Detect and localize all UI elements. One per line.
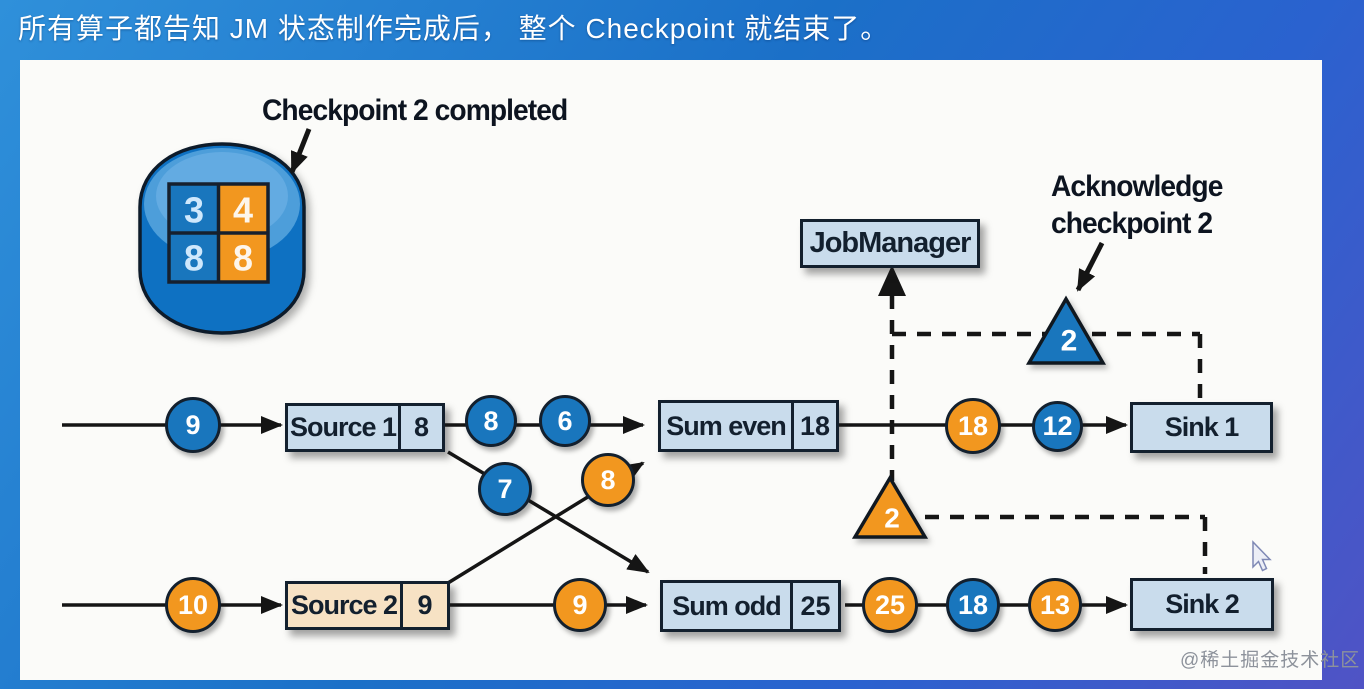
record-circle: 18 (946, 578, 1000, 632)
record-circle: 9 (553, 578, 607, 632)
grid-value-source2: 4 (233, 190, 253, 231)
source2-state: 9 (400, 584, 447, 627)
acknowledge-label-arrow (1075, 241, 1105, 292)
svg-text:2: 2 (884, 503, 900, 534)
community-watermark: @稀土掘金技术社区 (1180, 650, 1361, 671)
grid-value-sumodd: 8 (233, 238, 253, 279)
record-circle: 12 (1032, 401, 1083, 452)
sink1-label: Sink 1 (1164, 412, 1240, 442)
source1-label: Source 1 (289, 412, 397, 442)
record-circle: 18 (945, 398, 1001, 454)
source2-label: Source 2 (290, 590, 398, 620)
acknowledge-label-line2: checkpoint 2 (1051, 207, 1213, 240)
checkpoint-label-arrow (289, 128, 312, 174)
barrier-triangle-sink2: 2 (851, 474, 929, 539)
mouse-cursor (1252, 540, 1272, 572)
svg-text:2: 2 (1061, 325, 1078, 358)
jobmanager-ack-arrowhead (878, 265, 906, 296)
sink2-box: Sink 2 (1130, 578, 1274, 631)
record-circle: 9 (165, 397, 221, 453)
sum-even-label: Sum even (666, 410, 787, 441)
sum-odd-box: Sum odd 25 (660, 580, 841, 632)
sum-odd-state: 25 (790, 583, 838, 629)
sum-odd-label: Sum odd (672, 590, 782, 621)
record-circle: 8 (465, 395, 517, 447)
source2-box: Source 2 9 (285, 581, 450, 630)
barrier-triangle-sink1: 2 (1025, 295, 1107, 365)
grid-value-sumeven: 8 (184, 238, 204, 279)
checkpoint-state-grid: 3 4 8 8 (167, 182, 270, 284)
source1-state: 8 (398, 406, 442, 449)
sum-even-state: 18 (791, 403, 836, 449)
record-circle: 10 (165, 577, 221, 633)
sink2-label: Sink 2 (1165, 589, 1240, 619)
sum-even-box: Sum even 18 (658, 400, 839, 452)
source1-box: Source 1 8 (285, 403, 445, 452)
acknowledge-label-line1: Acknowledge (1051, 170, 1223, 203)
checkpoint-completed-label: Checkpoint 2 completed (262, 94, 568, 127)
grid-value-source1: 3 (184, 190, 204, 231)
slide-title: 所有算子都告知 JM 状态制作完成后， 整个 Checkpoint 就结束了。 (18, 13, 890, 44)
record-circle: 25 (862, 577, 918, 633)
record-circle: 6 (539, 395, 591, 447)
record-circle: 13 (1028, 578, 1082, 632)
jobmanager-box: JobManager (800, 219, 980, 268)
sink1-box: Sink 1 (1130, 402, 1273, 453)
jobmanager-label: JobManager (809, 227, 972, 259)
record-circle: 8 (581, 453, 635, 507)
record-circle: 7 (478, 462, 532, 516)
